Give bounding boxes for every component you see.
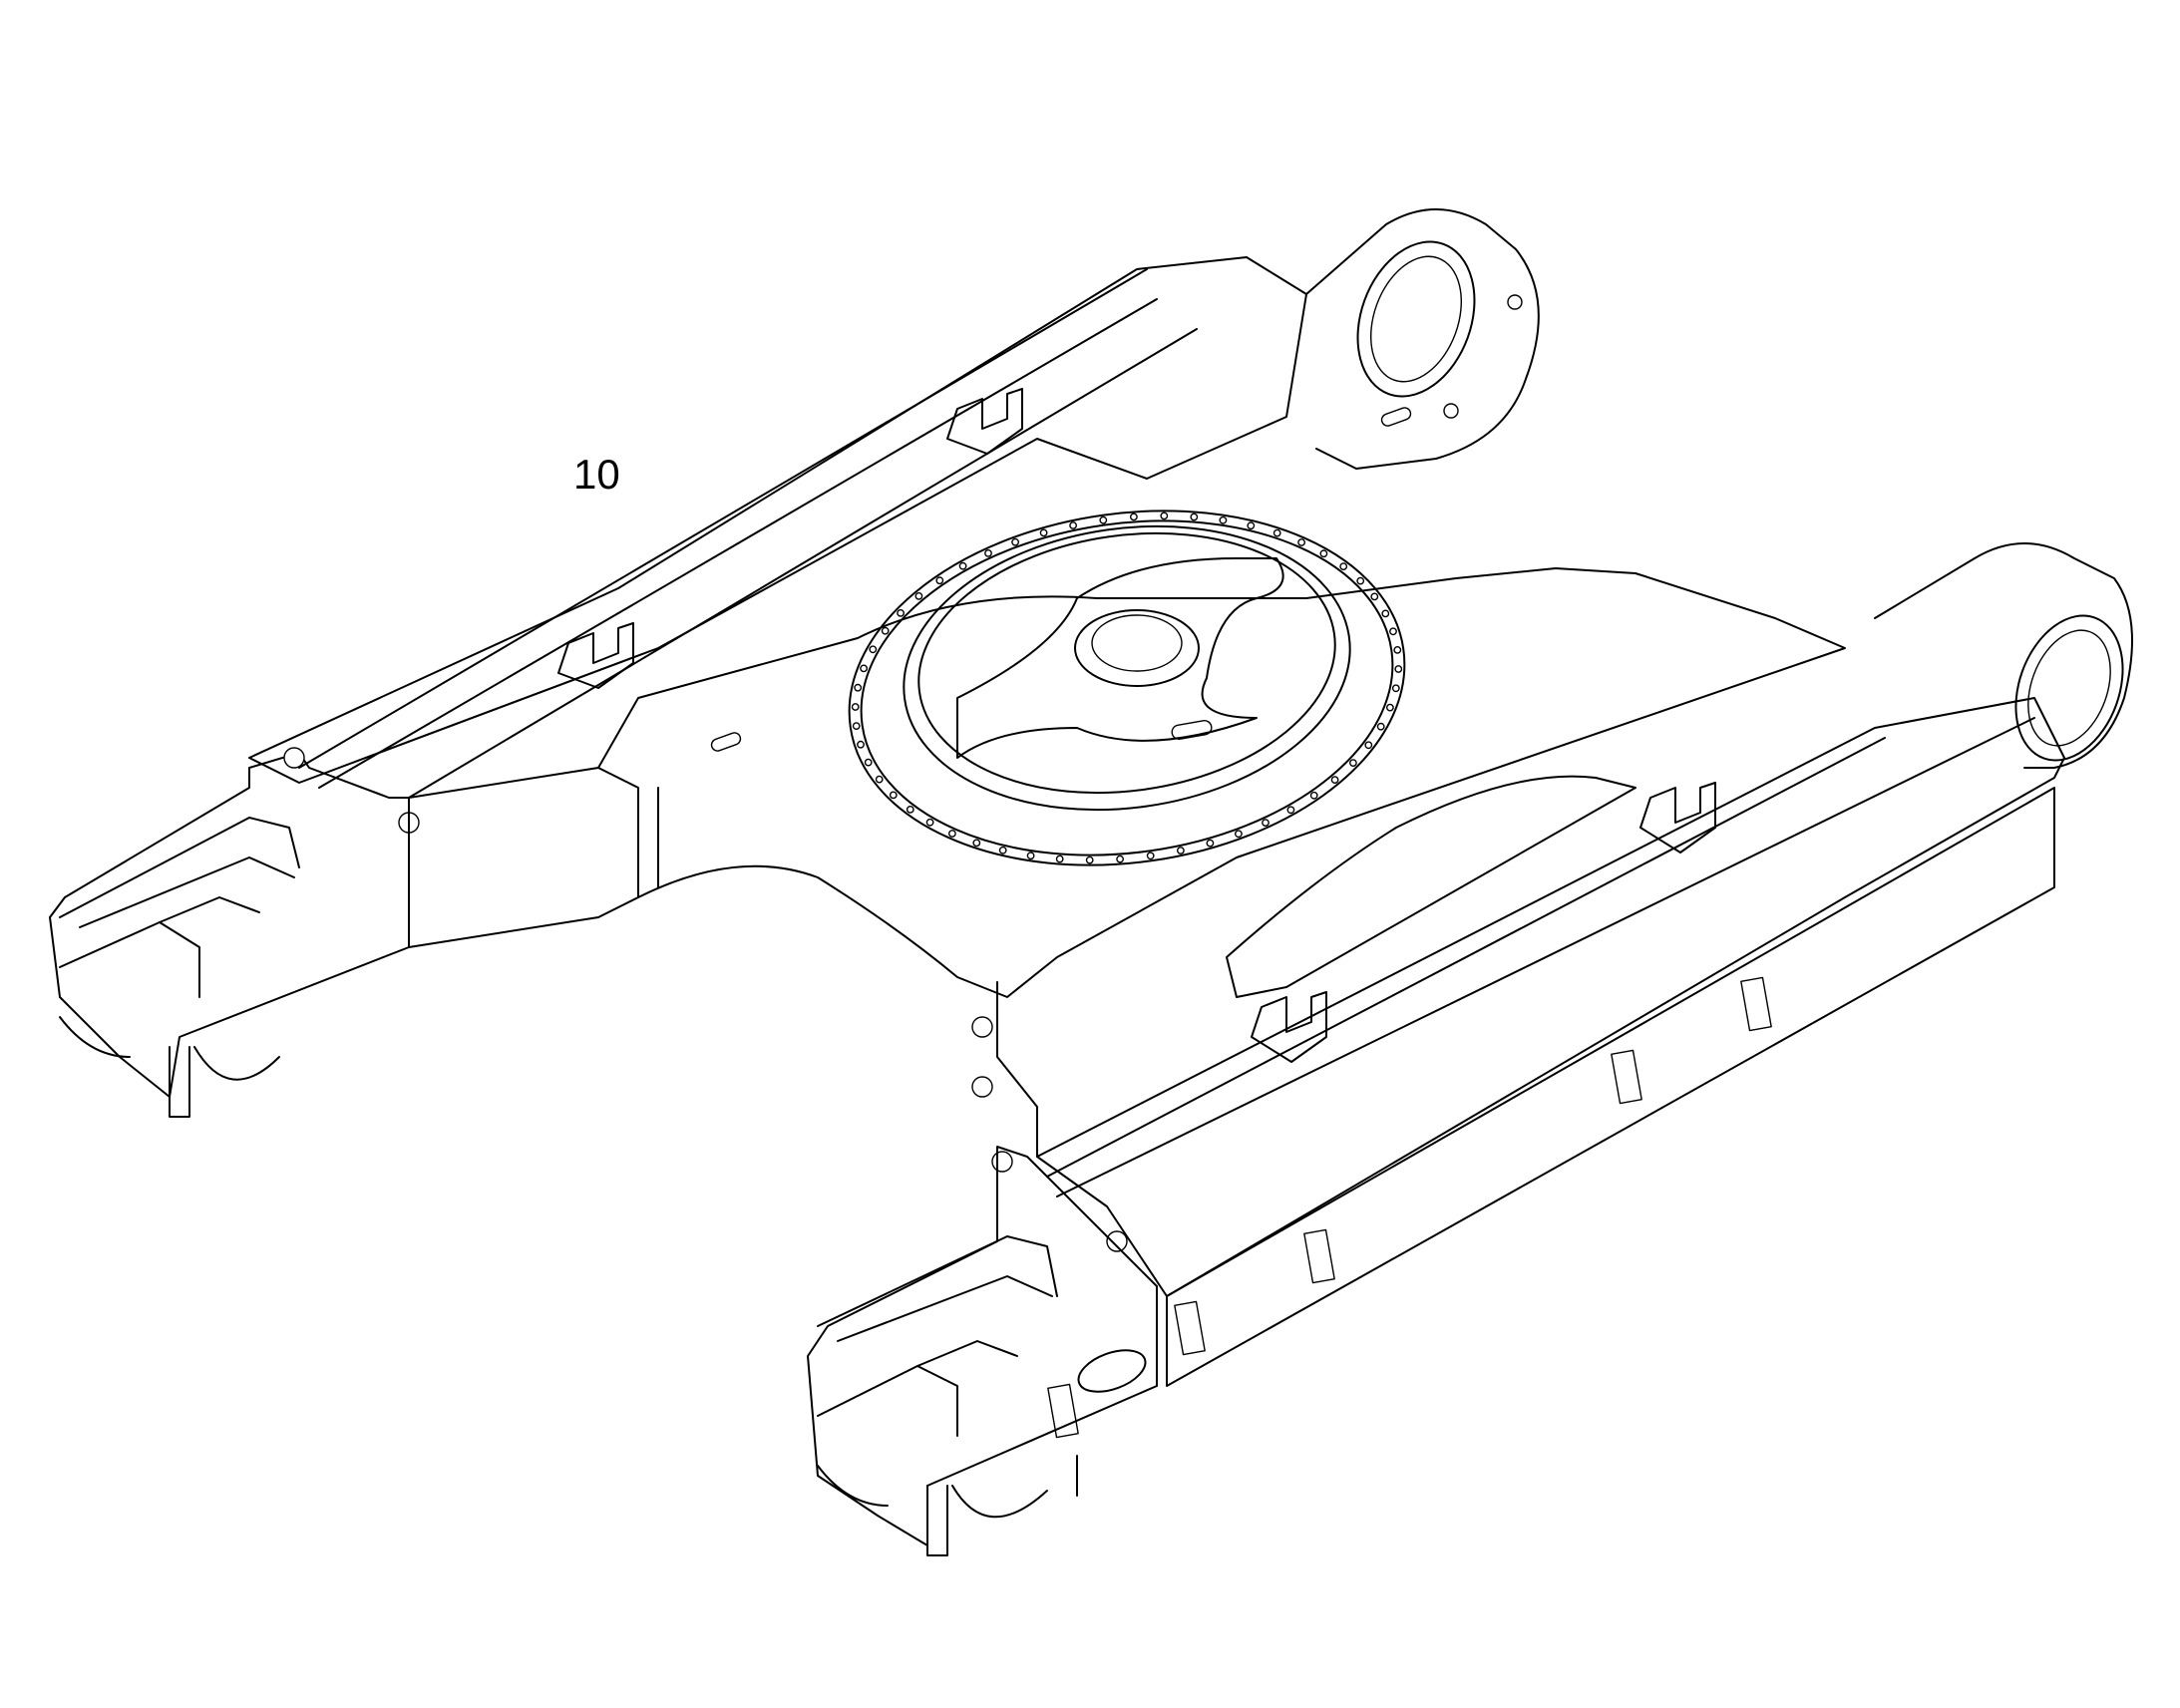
center-body: [409, 477, 1845, 1157]
part-number-callout: 10: [573, 451, 620, 498]
front-track-frame: [992, 543, 2142, 1438]
bolt-hole: [1040, 529, 1046, 535]
bolt-hole: [1070, 522, 1076, 528]
bolt-hole: [1371, 593, 1377, 599]
bolt-hole: [936, 577, 942, 583]
rear-frame-left-end: [50, 748, 419, 1117]
bolt-hole: [1382, 610, 1388, 616]
bolt-hole: [926, 820, 932, 826]
bolt-hole: [1287, 807, 1293, 813]
bolt-hole: [855, 685, 861, 691]
bolt-hole: [1087, 856, 1093, 862]
bolt-hole: [877, 776, 883, 782]
bolt-hole: [915, 593, 921, 599]
front-frame-left-end: [808, 1147, 1157, 1555]
bolt-hole: [1394, 647, 1400, 653]
bolt-hole: [1395, 666, 1401, 672]
bolt-hole: [854, 723, 860, 729]
rear-track-frame: [249, 209, 1539, 798]
bolt-hole: [985, 550, 991, 556]
bolt-hole: [1117, 855, 1123, 861]
bolt-hole: [1161, 512, 1167, 518]
bolt-hole: [870, 646, 876, 652]
bolt-hole: [1027, 853, 1033, 858]
bolt-hole: [1148, 853, 1154, 858]
bolt-hole: [1274, 529, 1280, 535]
bolt-hole: [1390, 628, 1396, 634]
bolt-hole: [898, 610, 904, 616]
bolt-hole: [866, 759, 872, 765]
bolt-hole: [1331, 777, 1337, 783]
bolt-hole: [1311, 793, 1317, 799]
bolt-hole: [1012, 539, 1018, 545]
bolt-hole: [1000, 848, 1006, 854]
bolt-hole: [891, 792, 897, 798]
bolt-hole: [1320, 550, 1326, 556]
bolt-hole: [1207, 840, 1213, 846]
bolt-hole: [1131, 513, 1137, 519]
bolt-hole: [1263, 820, 1269, 826]
bolt-hole: [861, 665, 867, 671]
bolt-hole: [1248, 522, 1254, 528]
bolt-hole: [1357, 577, 1363, 583]
bolt-hole: [1387, 704, 1393, 710]
bolt-hole: [1350, 760, 1356, 766]
swing-ring-bolt-circle: [853, 512, 1402, 863]
bolt-hole: [1393, 685, 1399, 691]
bolt-hole: [883, 628, 889, 634]
bolt-hole: [1340, 563, 1346, 569]
bolt-hole: [959, 563, 965, 569]
bolt-hole: [1365, 742, 1371, 748]
bolt-hole: [1236, 831, 1242, 837]
bolt-hole: [973, 840, 979, 846]
bolt-hole: [1220, 517, 1226, 523]
bolt-hole: [1100, 517, 1106, 523]
bolt-hole: [853, 704, 859, 710]
bolt-hole: [858, 742, 864, 748]
bolt-hole: [1298, 539, 1304, 545]
bolt-hole: [1057, 855, 1063, 861]
bolt-hole: [1378, 724, 1384, 730]
bolt-hole: [949, 831, 955, 837]
bolt-hole: [908, 807, 913, 813]
bolt-hole: [1178, 848, 1184, 854]
bolt-hole: [1191, 513, 1197, 519]
